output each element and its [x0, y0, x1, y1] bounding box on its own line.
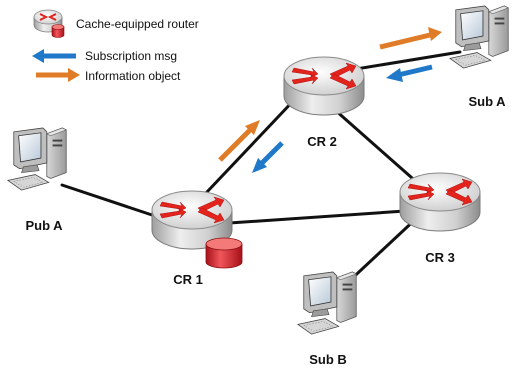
link-puba-cr1 — [60, 183, 154, 217]
computer-icon — [297, 271, 357, 335]
router-cr2: CR 2 — [283, 56, 365, 149]
orange-arrow-icon — [36, 68, 80, 82]
link-cr2-suba — [348, 50, 462, 72]
link-cr2-cr3 — [333, 108, 422, 187]
computer-icon — [449, 5, 509, 69]
sub-b-label: Sub B — [309, 352, 347, 367]
cr1-label: CR 1 — [173, 272, 203, 287]
legend: Cache-equipped router Subscription msg I… — [32, 9, 199, 83]
computer-icon — [7, 127, 67, 191]
flow-arrows — [218, 27, 442, 173]
legend-label-subscription: Subscription msg — [85, 49, 177, 63]
orange-arrow-icon — [379, 27, 442, 50]
cr3-label: CR 3 — [425, 250, 455, 265]
cache-router-icon — [33, 9, 65, 38]
link-cr1-cr3 — [198, 208, 422, 227]
computer-sub-b: Sub B — [297, 271, 357, 367]
router-icon — [283, 56, 365, 116]
blue-arrow-icon — [252, 141, 284, 173]
link-cr3-subb — [343, 213, 422, 287]
sub-a-label: Sub A — [468, 94, 506, 109]
router-cr1: CR 1 — [151, 190, 243, 287]
computer-pub-a: Pub A — [7, 127, 67, 233]
computer-sub-a: Sub A — [449, 5, 509, 109]
pub-a-label: Pub A — [25, 218, 63, 233]
router-cr3: CR 3 — [399, 172, 481, 265]
cr2-label: CR 2 — [307, 134, 337, 149]
router-icon — [399, 172, 481, 232]
cache-icon — [205, 237, 243, 269]
blue-arrow-icon — [32, 49, 76, 63]
legend-label-cache-router: Cache-equipped router — [76, 17, 199, 31]
blue-arrow-icon — [386, 64, 433, 82]
legend-label-information-object: Information object — [85, 69, 181, 83]
orange-arrow-icon — [218, 120, 260, 162]
